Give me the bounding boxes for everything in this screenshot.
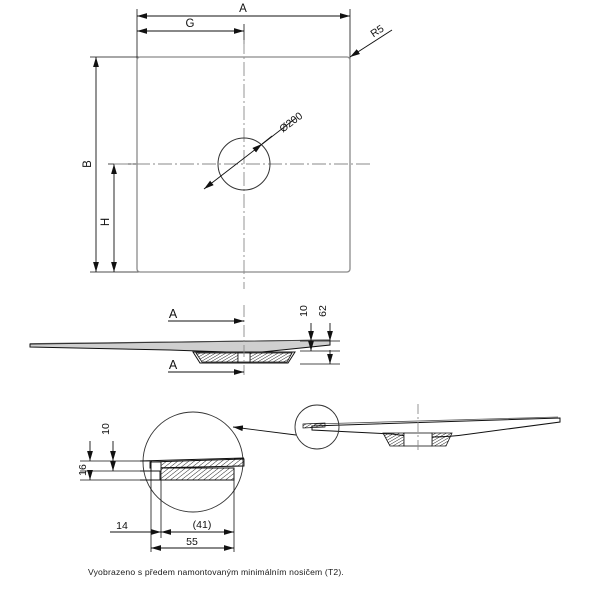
dimension-H-label: H (100, 218, 112, 226)
section-waste-hatch-left (195, 352, 239, 363)
section-tray-top-edge (29, 339, 331, 344)
detail-geometry (139, 457, 245, 481)
tray-outline (136, 56, 351, 273)
drawing-caption: Vyobrazeno s předem namontovaným minimál… (88, 567, 344, 577)
detail-edge-line-1 (139, 457, 245, 462)
detail-source-edge-mark (302, 422, 326, 429)
radius-leader (349, 29, 393, 58)
section-waste-hatch-right (249, 352, 293, 363)
detail-horizontal-extensions (150, 462, 235, 552)
detail-dimension-16-label: 16 (77, 464, 89, 476)
top-view: A G B H (82, 3, 393, 289)
dimension-A-label: A (239, 3, 247, 15)
diameter-200-label: Ø200 (277, 110, 305, 135)
dimension-G-label: G (186, 18, 195, 30)
detail-corner-notch (150, 461, 162, 472)
top-view-extension-lines (136, 9, 351, 60)
waste-opening-circle (217, 137, 271, 191)
bottom-section-top-line (313, 416, 559, 425)
radius-R5-label: R5 (368, 23, 386, 40)
bottom-section-waste-left (382, 432, 405, 447)
detail-leader-line (232, 425, 297, 436)
bottom-section-waste-right (431, 432, 453, 447)
dimension-B-label: B (82, 160, 94, 168)
detail-dimension-10-label: 10 (100, 423, 112, 435)
detail-vertical-extensions (80, 460, 152, 481)
side-section-view: A A 10 62 (29, 305, 340, 375)
detail-section-view: 10 16 14 (41) (77, 404, 561, 552)
detail-dimension-55-label: 55 (186, 536, 198, 548)
detail-dimension-14-label: 14 (116, 520, 128, 532)
top-view-left-extension-lines (90, 56, 140, 273)
diameter-leader (203, 117, 297, 190)
section-mark-bottom-label: A (169, 358, 178, 372)
detail-source-circle (294, 404, 340, 450)
centre-lines (114, 40, 372, 289)
section-dimension-62-label: 62 (317, 305, 329, 317)
section-mark-top-label: A (169, 307, 178, 321)
section-extension-lines (300, 340, 340, 365)
detail-dimension-41-label: (41) (193, 519, 212, 531)
detail-lower-block (159, 467, 235, 481)
section-dimension-10-label: 10 (298, 305, 310, 317)
